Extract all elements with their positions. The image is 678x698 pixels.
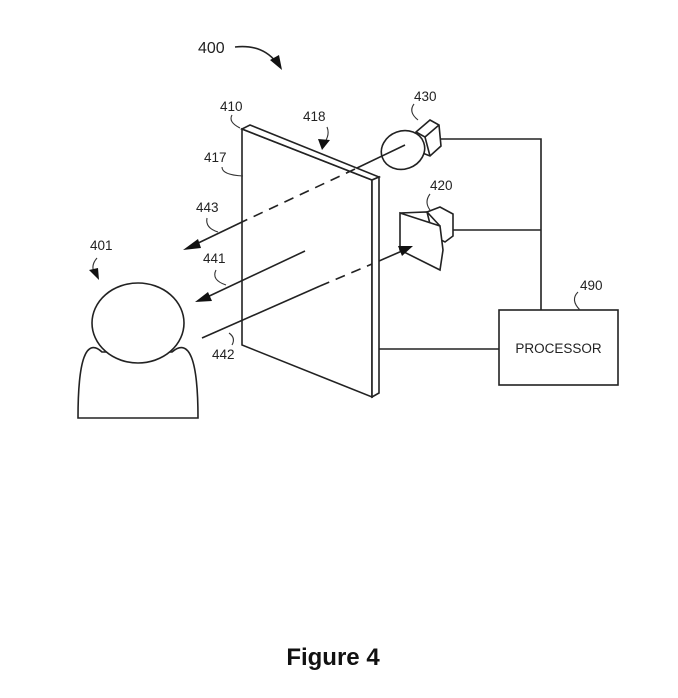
arrowhead-443 (183, 239, 201, 250)
leader-417 (221, 166, 244, 177)
figure-caption: Figure 4 (286, 644, 380, 671)
leader-490 (573, 291, 581, 311)
label-410: 410 (220, 99, 243, 114)
user-figure (77, 282, 199, 419)
projector-420 (399, 206, 454, 272)
ray-443-behind-dashed (241, 168, 356, 223)
camera-lens (380, 129, 426, 171)
arrowhead-442 (398, 246, 413, 256)
user-body (77, 346, 199, 419)
display-panel (240, 124, 382, 399)
projector-face (399, 211, 444, 272)
camera-body-edge-2 (424, 124, 440, 138)
ray-443-behind-solid (356, 144, 406, 169)
leader-420 (426, 193, 431, 211)
label-418: 418 (303, 109, 326, 124)
leader-430 (411, 103, 419, 121)
processor-label: PROCESSOR (515, 341, 602, 356)
projector-top (399, 211, 441, 227)
ray-442-behind (378, 250, 403, 262)
leader-441 (214, 269, 227, 286)
system-arrowhead (270, 55, 282, 70)
arrowhead-401 (89, 268, 99, 280)
label-400: 400 (198, 40, 225, 57)
user-head (91, 282, 185, 364)
ray-442-front (201, 285, 321, 339)
label-442: 442 (212, 347, 235, 362)
arrowhead-441 (195, 292, 212, 302)
leader-410 (230, 114, 241, 129)
label-401: 401 (90, 238, 113, 253)
label-417: 417 (204, 150, 227, 165)
ray-441 (202, 250, 306, 300)
ray-442-dashed (319, 263, 373, 287)
label-441: 441 (203, 251, 226, 266)
leader-443 (206, 217, 219, 233)
system-arrow (234, 45, 277, 63)
ray-443-front (191, 221, 243, 247)
leader-442 (228, 332, 235, 346)
label-490: 490 (580, 278, 603, 293)
camera-430 (380, 119, 442, 171)
panel-side-edge (371, 175, 380, 399)
wire-camera-processor (441, 138, 542, 310)
label-430: 430 (414, 89, 437, 104)
label-443: 443 (196, 200, 219, 215)
label-420: 420 (430, 178, 453, 193)
arrowhead-418 (318, 139, 330, 150)
processor-box (498, 309, 619, 386)
